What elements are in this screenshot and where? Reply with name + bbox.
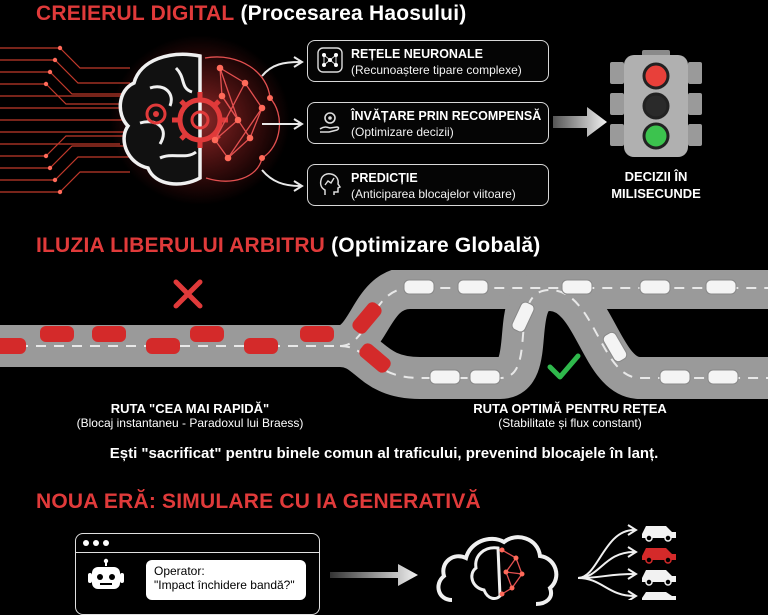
window-dot-icon bbox=[93, 540, 99, 546]
chat-window: Operator: "Impact închidere bandă?" bbox=[75, 533, 320, 615]
section3-title: NOUA ERĂ: SIMULARE CU IA GENERATIVĂ bbox=[36, 490, 481, 514]
digital-brain-illustration bbox=[0, 35, 290, 205]
section1-title-white: (Procesarea Haosului) bbox=[240, 2, 467, 25]
window-dot-icon bbox=[83, 540, 89, 546]
output-car-icons bbox=[642, 526, 676, 600]
robot-icon bbox=[88, 558, 124, 589]
route-fast-subtitle: (Blocaj instantaneu - Paradoxul lui Brae… bbox=[76, 416, 304, 430]
chat-bubble: Operator: "Impact închidere bandă?" bbox=[146, 560, 306, 600]
section2-title-white: (Optimizare Globală) bbox=[331, 234, 541, 257]
decision-label-line2: MILISECUNDE bbox=[611, 186, 701, 201]
wrong-route-x-icon bbox=[173, 279, 203, 309]
circuit-lines bbox=[0, 47, 130, 193]
route-optimal: RUTA OPTIMĂ PENTRU REȚEA (Stabilitate și… bbox=[420, 401, 720, 430]
traffic-light-icon bbox=[610, 50, 702, 157]
gear-hand-icon bbox=[319, 112, 340, 133]
head-graph-icon bbox=[319, 173, 342, 195]
box-title: REȚELE NEURONALE bbox=[351, 47, 483, 61]
chat-window-titlebar bbox=[76, 534, 319, 553]
cloud-brain-icon bbox=[436, 535, 559, 606]
route-optimal-subtitle: (Stabilitate și flux constant) bbox=[498, 416, 642, 430]
chat-speaker: Operator: bbox=[154, 564, 205, 578]
brain-connector-arrows bbox=[261, 56, 304, 192]
section3-title-red: NOUA ERĂ: SIMULARE CU IA GENERATIVĂ bbox=[36, 490, 481, 513]
window-dot-icon bbox=[103, 540, 109, 546]
decision-label-line1: DECIZII ÎN bbox=[624, 169, 688, 184]
box-title: ÎNVĂȚARE PRIN RECOMPENSĂ bbox=[351, 109, 542, 123]
box-subtitle: (Optimizare decizii) bbox=[351, 125, 454, 139]
box-neural-networks: REȚELE NEURONALE (Recunoaștere tipare co… bbox=[307, 40, 549, 82]
section1-title: CREIERUL DIGITAL (Procesarea Haosului) bbox=[36, 2, 466, 26]
red-cars bbox=[0, 302, 391, 373]
decision-arrow bbox=[553, 107, 607, 137]
box-subtitle: (Recunoaștere tipare complexe) bbox=[351, 63, 522, 77]
decision-label: DECIZII ÎN MILISECUNDE bbox=[610, 168, 702, 202]
section2-title: ILUZIA LIBERULUI ARBITRU (Optimizare Glo… bbox=[36, 234, 540, 258]
route-fast: RUTA "CEA MAI RAPIDĂ" (Blocaj instantane… bbox=[30, 401, 350, 430]
route-fast-title: RUTA "CEA MAI RAPIDĂ" bbox=[110, 401, 270, 416]
chat-message: "Impact închidere bandă?" bbox=[154, 578, 295, 592]
sacrifice-statement: Ești "sacrificat" pentru binele comun al… bbox=[109, 445, 659, 462]
box-prediction: PREDICȚIE (Anticiparea blocajelor viitoa… bbox=[307, 164, 549, 206]
network-icon bbox=[317, 47, 343, 73]
white-cars bbox=[403, 279, 739, 385]
box-title: PREDICȚIE bbox=[351, 171, 418, 185]
road-network-illustration bbox=[0, 270, 768, 399]
route-optimal-title: RUTA OPTIMĂ PENTRU REȚEA bbox=[473, 401, 667, 416]
simulation-arrow bbox=[330, 564, 418, 586]
optimal-route-check-icon bbox=[547, 353, 581, 380]
section2-title-red: ILUZIA LIBERULUI ARBITRU bbox=[36, 234, 326, 257]
box-subtitle: (Anticiparea blocajelor viitoare) bbox=[351, 187, 516, 201]
box-reinforcement-learning: ÎNVĂȚARE PRIN RECOMPENSĂ (Optimizare dec… bbox=[307, 102, 549, 144]
brain-left-half bbox=[118, 52, 202, 186]
simulation-outputs bbox=[578, 524, 676, 600]
section1-title-red: CREIERUL DIGITAL bbox=[36, 2, 235, 25]
